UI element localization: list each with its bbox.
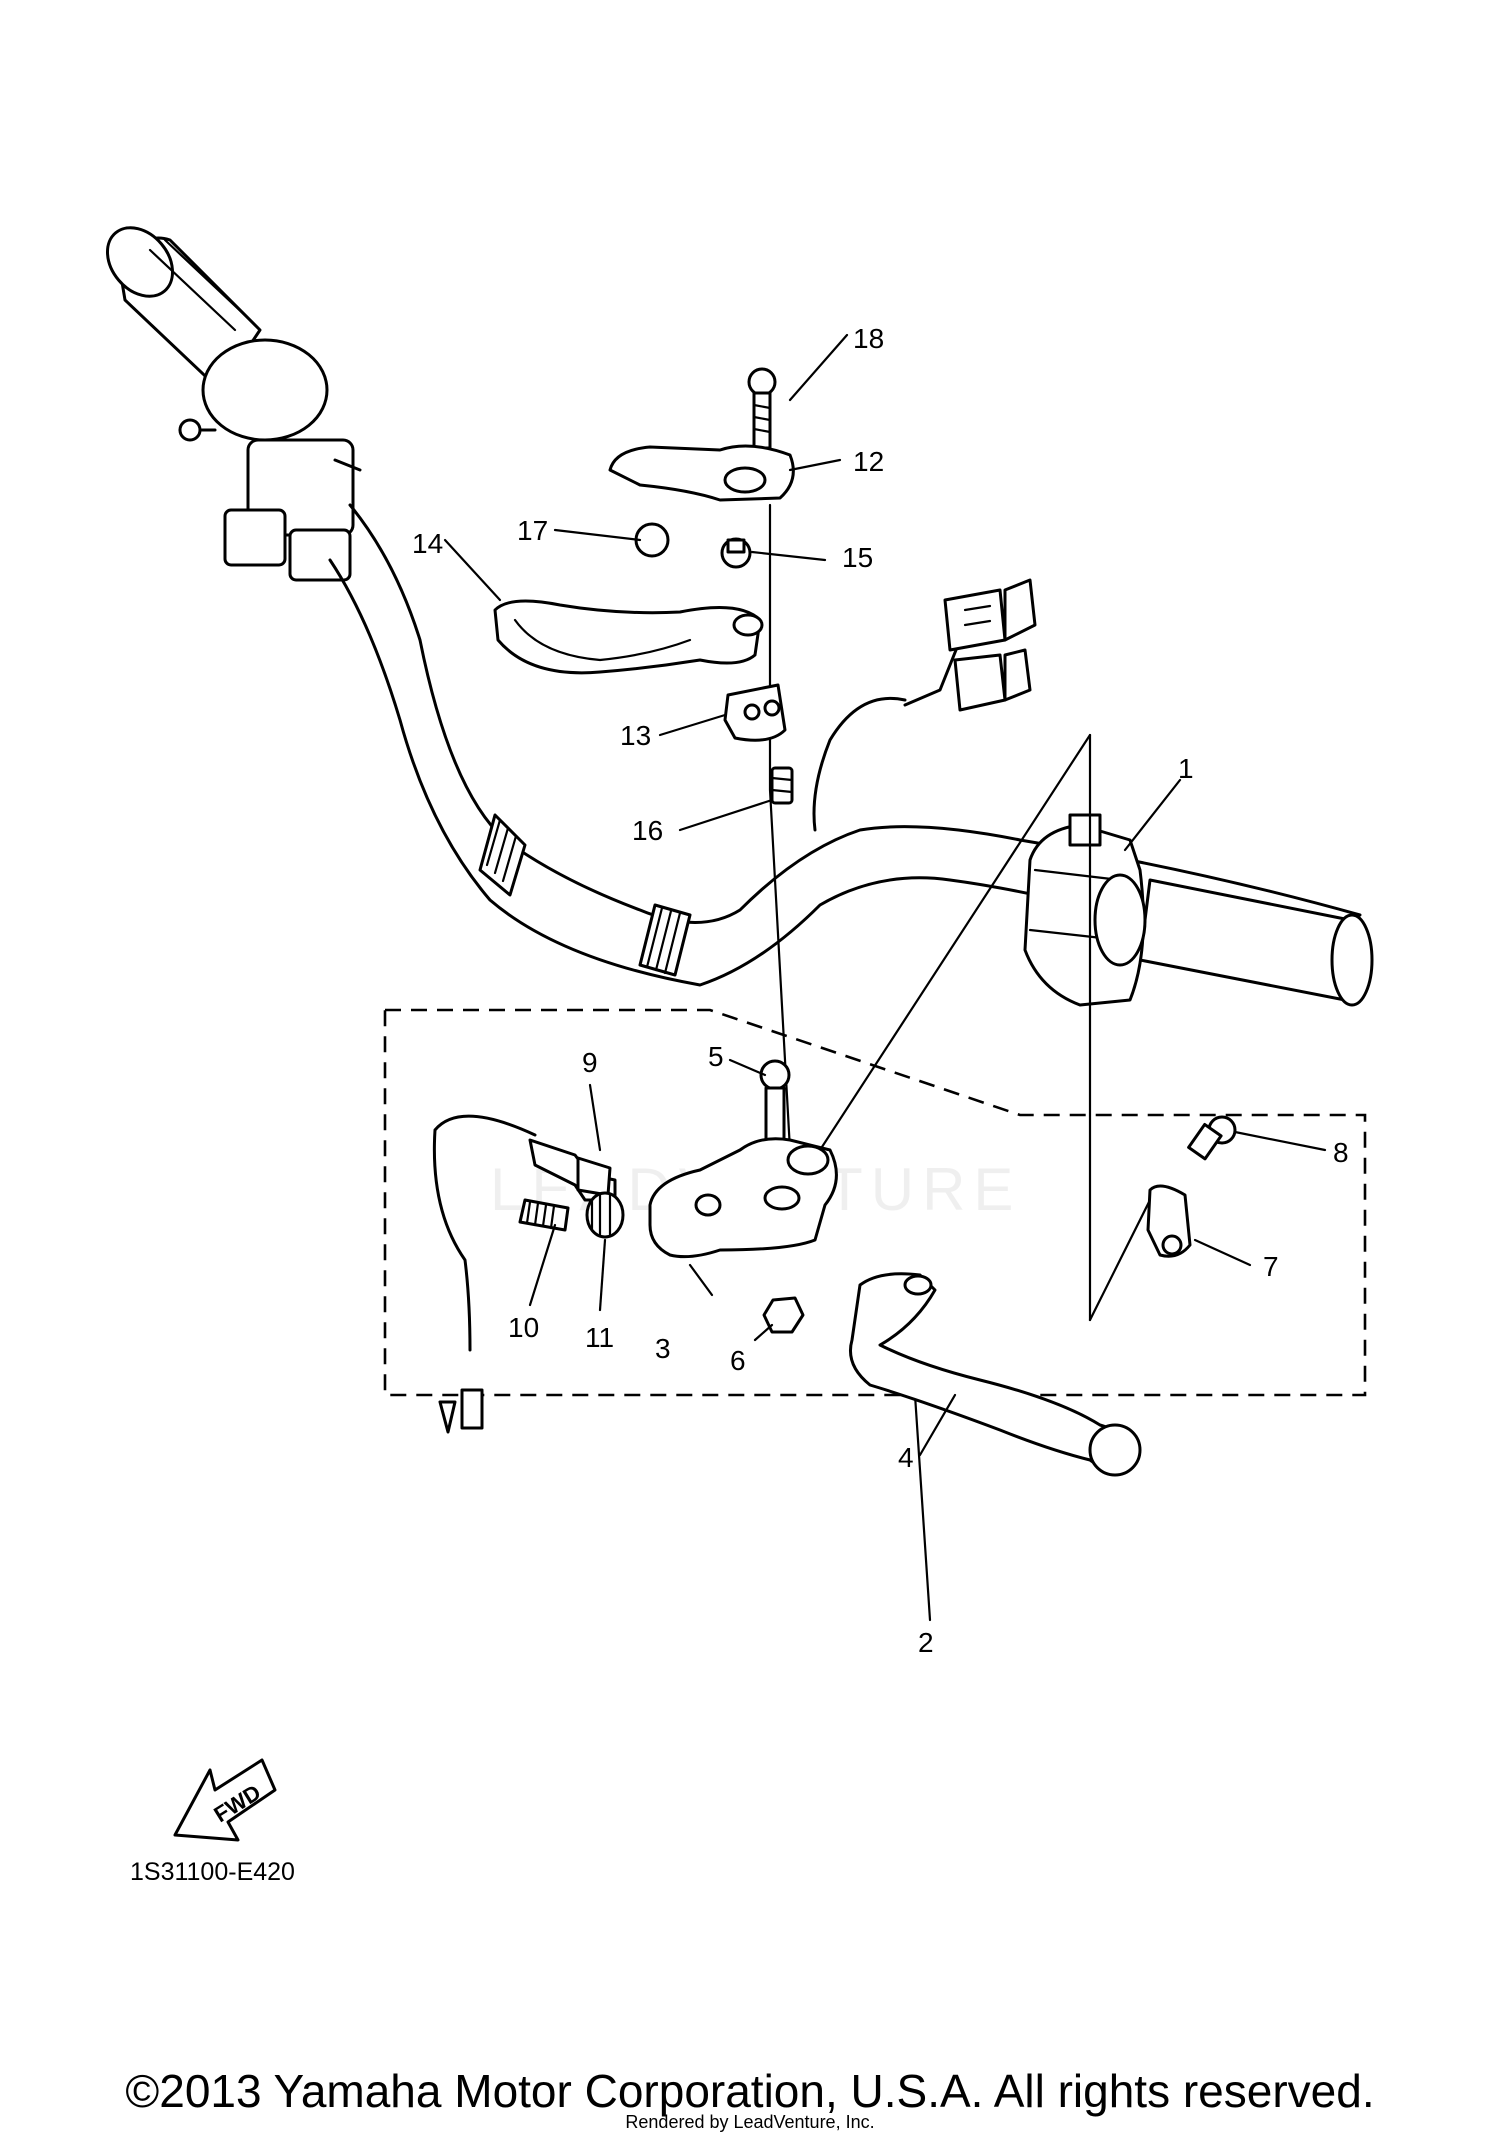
right-grip (1138, 878, 1374, 1007)
callout-2: 2 (918, 1627, 934, 1658)
lever-assembly-parts (432, 1059, 1237, 1477)
callout-5: 5 (708, 1041, 724, 1072)
alignment-line (768, 503, 792, 1152)
diagram-code: 1S31100-E420 (130, 1858, 295, 1886)
callout-11: 11 (585, 1322, 614, 1353)
callout-12: 12 (853, 446, 884, 477)
callout-18: 18 (853, 323, 884, 354)
lever-assembly-boundary (383, 1008, 1367, 1397)
callout-15: 15 (842, 542, 873, 573)
holder-pointer-line (1088, 1198, 1152, 1322)
switch-pointer-line (818, 733, 1092, 1152)
callout-4: 4 (898, 1442, 914, 1473)
leader-2 (913, 1393, 932, 1622)
rendered-by-notice: Rendered by LeadVenture, Inc. (625, 2112, 875, 2132)
switch-wiring (812, 578, 1037, 832)
callout-leaders (443, 333, 1327, 1457)
callout-17: 17 (517, 515, 548, 546)
hand-guard-parts (493, 367, 795, 805)
callout-1: 1 (1178, 753, 1194, 784)
copyright-notice: ©2013 Yamaha Motor Corporation, U.S.A. A… (125, 2065, 1375, 2117)
callout-14: 14 (412, 528, 443, 559)
fwd-arrow-icon: FWD (173, 1758, 277, 1842)
callout-labels: 1 2 3 4 5 6 7 8 9 10 11 12 13 14 15 16 1… (412, 323, 1349, 1658)
callout-13: 13 (620, 720, 651, 751)
callout-8: 8 (1333, 1137, 1349, 1168)
master-cylinder-assembly (178, 338, 362, 582)
callout-10: 10 (508, 1312, 539, 1343)
switch-handlebar (1023, 813, 1147, 1007)
callout-16: 16 (632, 815, 663, 846)
callout-7: 7 (1263, 1251, 1279, 1282)
callout-6: 6 (730, 1345, 746, 1376)
callout-9: 9 (582, 1047, 598, 1078)
callout-3: 3 (655, 1333, 671, 1364)
